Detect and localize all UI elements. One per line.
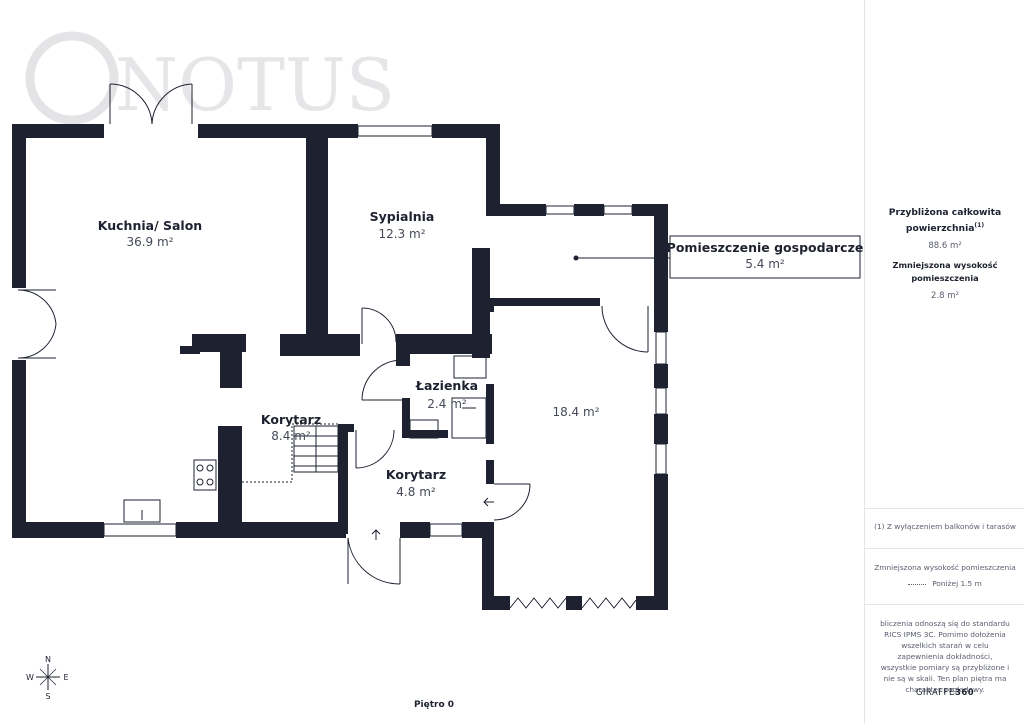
info-panel: Przybliżona całkowita powierzchnia(1) 88… (864, 0, 1024, 724)
room-area-korytarz-2: 4.8 m² (396, 485, 436, 499)
room-name-korytarz-1: Korytarz (261, 412, 321, 427)
walls (12, 124, 668, 610)
brand-name: GIRAFFE (915, 688, 955, 698)
legend-item: Poniżej 1.5 m (865, 578, 1024, 589)
total-area-title: Przybliżona całkowita powierzchnia (888, 207, 1002, 235)
legend-item-label: Poniżej 1.5 m (932, 579, 982, 588)
reduced-height-title: Zmniejszona wysokość pomieszczenia (892, 260, 998, 284)
room-name-pomieszczenie: Pomieszczenie gospodarcze (667, 240, 864, 255)
total-area-block: Przybliżona całkowita powierzchnia(1) 88… (865, 206, 1024, 301)
compass-e: E (63, 673, 68, 682)
divider (865, 604, 1024, 605)
watermark-logo: NOTUS (25, 31, 395, 127)
legend-title: Zmniejszona wysokość pomieszczenia (874, 563, 1016, 572)
room-area-korytarz-1: 8.4 m² (271, 429, 311, 443)
room-area-pomieszczenie: 5.4 m² (745, 257, 785, 271)
disclaimer-text: bliczenia odnoszą się do standardu RICS … (880, 619, 1010, 694)
compass-icon: N S E W (26, 655, 68, 701)
room-area-lazienka: 2.4 m² (427, 397, 467, 411)
compass-n: N (45, 655, 51, 664)
label-connector (573, 235, 861, 279)
divider (865, 508, 1024, 509)
room-area-kuchnia: 36.9 m² (126, 235, 173, 249)
divider (865, 548, 1024, 549)
floor-plan: NOTUS (12, 31, 864, 701)
floor-label: Piętro 0 (413, 700, 455, 710)
fixtures (123, 355, 494, 540)
room-name-sypialnia: Sypialnia (370, 209, 435, 224)
room-name-korytarz-2: Korytarz (386, 467, 446, 482)
reduced-height-value: 2.8 m² (931, 291, 959, 302)
watermark-text: NOTUS (115, 43, 395, 127)
total-area-footnote-ref: (1) (974, 222, 985, 229)
room-area-sypialnia: 12.3 m² (378, 227, 425, 241)
brand-logo: GIRAFFE360 (865, 688, 1024, 698)
compass-w: W (26, 673, 34, 682)
room-name-lazienka: Łazienka (415, 378, 478, 393)
doors (17, 83, 649, 609)
brand-number: 360 (954, 688, 975, 698)
footnote-text: (1) Z wyłączeniem balkonów i tarasów (874, 522, 1016, 531)
dotted-line-icon (908, 583, 927, 585)
room-area-18: 18.4 m² (552, 405, 599, 419)
total-area-value: 88.6 m² (928, 241, 962, 252)
room-name-kuchnia: Kuchnia/ Salon (98, 218, 202, 233)
windows (103, 125, 667, 537)
compass-s: S (45, 692, 50, 701)
